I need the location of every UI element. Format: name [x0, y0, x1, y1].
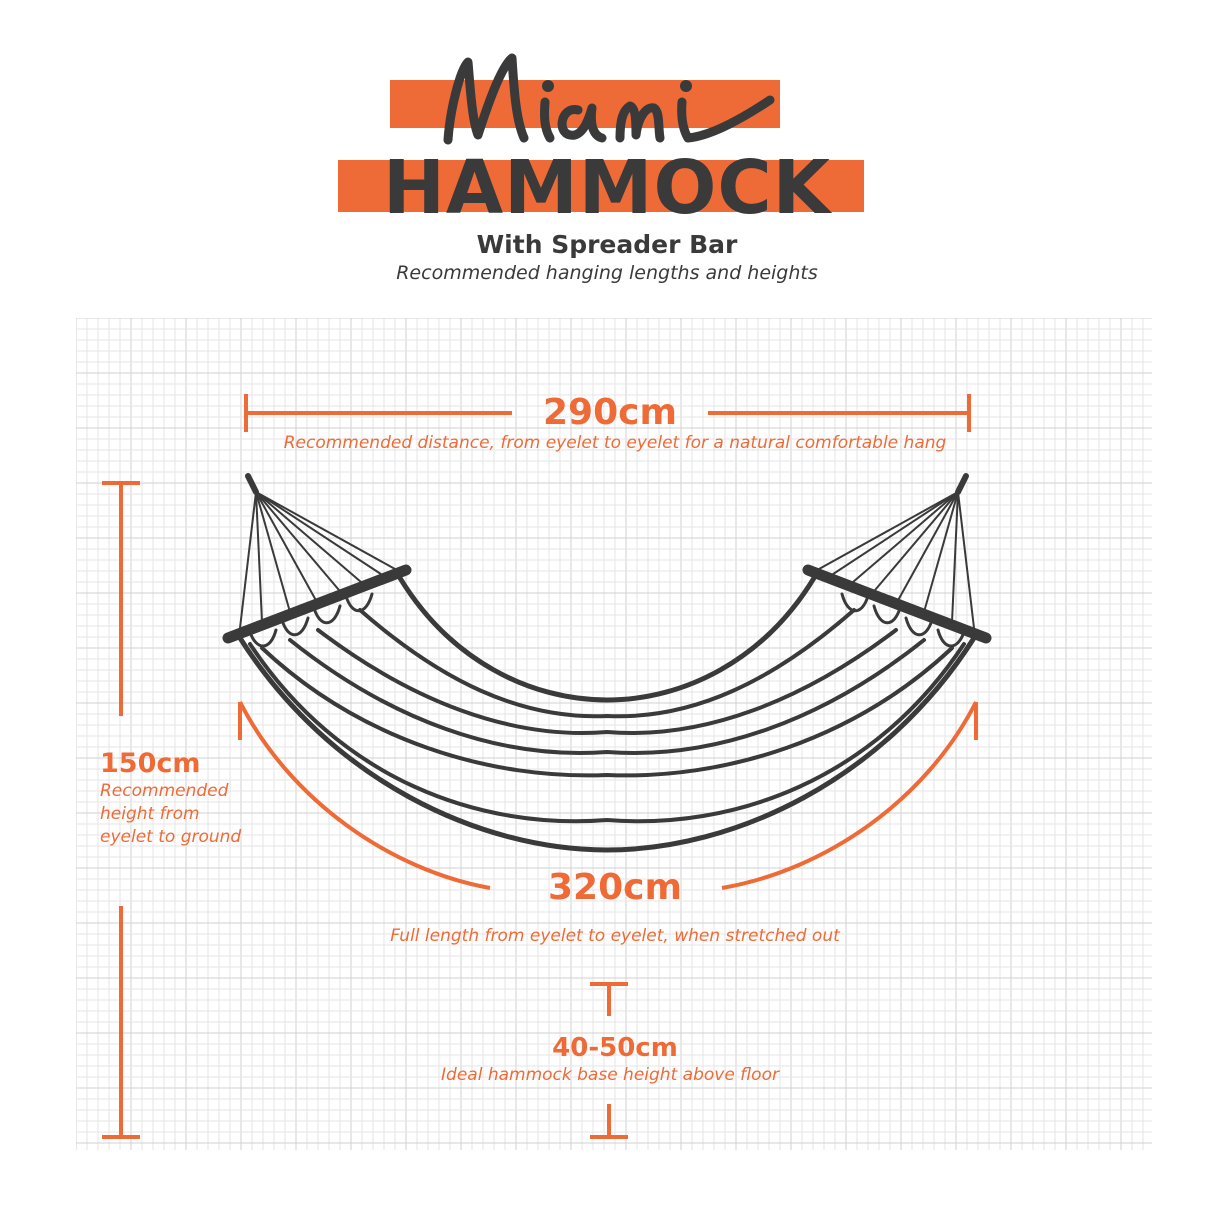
hang-height-value: 150cm — [100, 748, 201, 779]
span-value: 290cm — [543, 392, 677, 433]
main-title: HAMMOCK — [382, 145, 832, 231]
length-dimension-arc — [238, 701, 978, 890]
hammock-illustration — [222, 473, 992, 853]
base-height-value: 40-50cm — [552, 1033, 678, 1063]
title-highlight-stripe — [338, 160, 864, 212]
span-note: Recommended distance, from eyelet to eye… — [283, 433, 947, 453]
graph-paper-grid — [76, 318, 1152, 1150]
span-dimension-line — [244, 394, 971, 432]
hang-height-note: Recommended height from eyelet to ground — [100, 781, 242, 847]
subtitle: With Spreader Bar — [476, 230, 738, 259]
length-value: 320cm — [548, 867, 682, 908]
miami-script-logo — [443, 53, 775, 145]
base-height-note: Ideal hammock base height above floor — [441, 1065, 779, 1085]
hang-height-dimension-line — [102, 481, 140, 1139]
length-note: Full length from eyelet to eyelet, when … — [390, 926, 840, 946]
tagline: Recommended hanging lengths and heights — [396, 262, 818, 284]
base-height-dimension-line — [590, 982, 628, 1139]
